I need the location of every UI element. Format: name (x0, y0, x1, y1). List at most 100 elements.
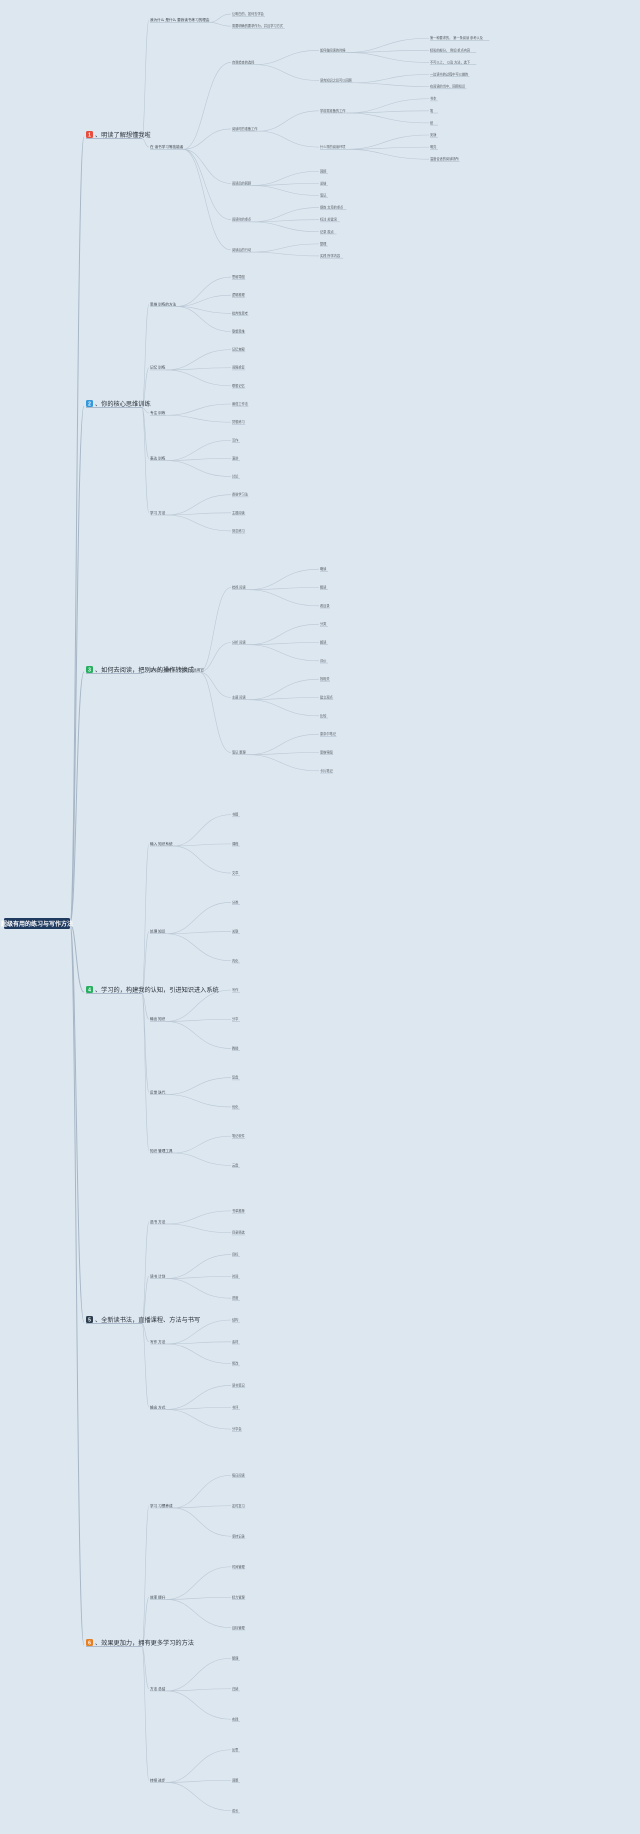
mind-map-node[interactable]: 阅读后的回顾 (232, 180, 252, 185)
mind-map-node[interactable]: 书籍 (232, 812, 238, 817)
mind-map-node[interactable]: 康奈尔笔记 (320, 731, 337, 736)
mind-map-node[interactable]: 笔记 (320, 192, 327, 197)
mind-map-node[interactable]: 什么样的阅读环境 (320, 144, 346, 149)
mind-map-node[interactable]: 记忆 训练 (150, 365, 166, 370)
mind-map-node[interactable]: 总结 (320, 180, 326, 185)
mind-map-node[interactable]: 实践 所学内容 (320, 253, 341, 258)
mind-map-node[interactable]: 目录筛选 (232, 1230, 246, 1235)
mind-map-node[interactable]: 笔记 整理 (232, 750, 246, 755)
mind-map-node[interactable]: 在 读书学习等技能者 (150, 144, 184, 149)
mind-map-node[interactable]: 费曼学习法 (232, 492, 248, 497)
mind-map-node[interactable]: 整本书、理解它、记忆它、运用它 (150, 667, 204, 672)
mind-map-node[interactable]: 学习 习惯养成 (150, 1503, 173, 1508)
mind-map-node[interactable]: 思维 训练的方法 (150, 301, 177, 306)
mind-map-node[interactable]: 阅读时的重点 (232, 217, 252, 222)
mind-map-node[interactable]: 演讲 (232, 455, 239, 460)
mind-map-node[interactable]: 书本 (430, 96, 437, 101)
mind-map-node[interactable]: 一边读书的过程中可以做的 (430, 72, 468, 77)
mind-map-node[interactable]: 表达 训练 (150, 455, 166, 460)
mind-map-node[interactable]: 找相关 (320, 676, 330, 681)
mind-map-node[interactable]: 知识 管理工具 (150, 1148, 173, 1153)
mind-map-node[interactable]: 书单推荐 (232, 1208, 246, 1213)
section-node[interactable]: 1、明读了解想懂我啦 (86, 131, 151, 139)
mind-map-node[interactable]: 方法 总结 (150, 1686, 166, 1691)
mind-map-node[interactable]: 标注 关键词 (320, 217, 337, 222)
mind-map-node[interactable]: 阅读时的准备工作 (232, 126, 258, 131)
mind-map-node[interactable]: 明亮 (430, 144, 436, 149)
mind-map-node[interactable]: 让明白的，如何去学会 (232, 11, 265, 16)
mind-map-node[interactable]: 逻辑推理 (232, 292, 246, 297)
root-node[interactable]: 超级有用的练习与写作方法 (0, 918, 73, 929)
mind-map-node[interactable]: 持续 进步 (150, 1777, 166, 1782)
mind-map-node[interactable]: 处理 知识 (150, 929, 166, 934)
mind-map-node[interactable]: 解读 (320, 640, 327, 645)
mind-map-node[interactable]: 评价 (320, 658, 327, 663)
mind-map-node[interactable]: 主题 阅读 (232, 695, 246, 700)
mind-map-node[interactable]: 输入 知识系统 (150, 841, 173, 846)
mind-map-node[interactable]: 如何做阅读的时候 (320, 47, 346, 52)
mind-map-node[interactable]: 建立观点 (320, 695, 334, 700)
mind-map-node[interactable]: 分类 (320, 621, 327, 626)
mind-map-node[interactable]: 目标 (232, 1252, 239, 1257)
section-node[interactable]: 2、你的核心思维训练 (86, 400, 151, 408)
mind-map-node[interactable]: 书评 (232, 1404, 239, 1409)
mind-map-node[interactable]: 效率 提升 (150, 1594, 166, 1599)
mind-map-node[interactable]: 归纳 (232, 1686, 238, 1691)
mind-map-node[interactable]: 自我检查的选择 (232, 59, 255, 64)
mind-map-node[interactable]: 比较 (320, 713, 327, 718)
mind-map-node[interactable]: 教授 (232, 1045, 239, 1050)
mind-map-node[interactable]: 反馈 迭代 (150, 1089, 166, 1094)
mind-map-node[interactable]: 略读 (320, 566, 327, 571)
mind-map-node[interactable]: 定时复习 (232, 1503, 245, 1508)
mind-map-node[interactable]: 间隔重复 (232, 365, 246, 370)
mind-map-node[interactable]: 时间管理 (232, 1564, 246, 1569)
mind-map-node[interactable]: 课程 (232, 841, 239, 846)
mind-map-node[interactable]: 检视 阅读 (232, 585, 246, 590)
mind-map-node[interactable]: 记录 观点 (320, 229, 334, 234)
mind-map-node[interactable]: 写作 方法 (150, 1339, 166, 1344)
mind-map-node[interactable]: 安静 (430, 132, 437, 137)
mind-map-node[interactable]: 每日阅读 (232, 1472, 246, 1477)
mind-map-node[interactable]: 素材 (232, 1339, 239, 1344)
mind-map-node[interactable]: 卡片笔记 (320, 768, 334, 773)
mind-map-node[interactable]: 关联 (232, 929, 239, 934)
mind-map-node[interactable]: 阅读后的行动 (232, 247, 251, 252)
mind-map-node[interactable]: 纸 (430, 120, 434, 125)
mind-map-node[interactable]: 读书 计划 (150, 1273, 166, 1278)
mind-map-node[interactable]: 复盘 (232, 1075, 239, 1080)
mind-map-node[interactable]: 专注 训练 (150, 410, 166, 415)
mind-map-node[interactable]: 优化 (232, 1104, 239, 1109)
mind-map-node[interactable]: 反思 (232, 1747, 239, 1752)
mind-map-node[interactable]: 分析 阅读 (232, 640, 246, 645)
mind-map-node[interactable]: 笔记软件 (232, 1133, 246, 1138)
mind-map-node[interactable]: 输出 方式 (150, 1404, 166, 1409)
mind-map-node[interactable]: 刻意练习 (232, 528, 245, 533)
mind-map-node[interactable]: 第一种要求的， 第一条阅读 参考以及 (430, 35, 484, 40)
mind-map-node[interactable]: 讨论 (232, 474, 239, 479)
mind-map-node[interactable]: 分享会 (232, 1426, 242, 1431)
mind-map-node[interactable]: 冥想练习 (232, 419, 245, 424)
mind-map-node[interactable]: 内化 (232, 958, 239, 963)
mind-map-node[interactable]: 云盘 (232, 1162, 239, 1167)
mind-map-node[interactable]: 精彩的部分， 例如 重点内容 (430, 47, 471, 52)
mind-map-node[interactable]: 成长 (232, 1808, 239, 1813)
mind-map-node[interactable]: 回顾 (320, 169, 327, 173)
mind-map-node[interactable]: 读书笔记 (232, 1382, 246, 1387)
mind-map-node[interactable]: 笔 (430, 108, 433, 113)
mind-map-node[interactable]: 看目录 (320, 603, 330, 608)
mind-map-node[interactable]: 整理 (320, 241, 327, 246)
mind-map-node[interactable]: 文章 (232, 870, 239, 875)
mind-map-node[interactable]: 记忆宫殿 (232, 347, 246, 352)
mind-map-node[interactable]: 结构 (232, 1317, 238, 1322)
mind-map-node[interactable]: 时间 (232, 1273, 238, 1278)
section-node[interactable]: 3、如何去阅读，把别人的操作转换成 (86, 666, 194, 674)
mind-map-node[interactable]: 选书 方法 (150, 1219, 166, 1224)
mind-map-node[interactable]: 温度合适的阅读场所 (430, 156, 459, 161)
mind-map-node[interactable]: 分类 (232, 899, 239, 904)
section-node[interactable]: 5、全新读书法，直播课程、方法与书写 (86, 1316, 200, 1324)
mind-map-node[interactable]: 学前需准备的工作 (320, 108, 346, 113)
mind-map-node[interactable]: 整理 (232, 1655, 239, 1660)
mind-map-node[interactable]: 主题阅读 (232, 510, 246, 515)
mind-map-node[interactable]: 分享 (232, 1016, 239, 1021)
mind-map-node[interactable]: 写作 (232, 437, 239, 442)
